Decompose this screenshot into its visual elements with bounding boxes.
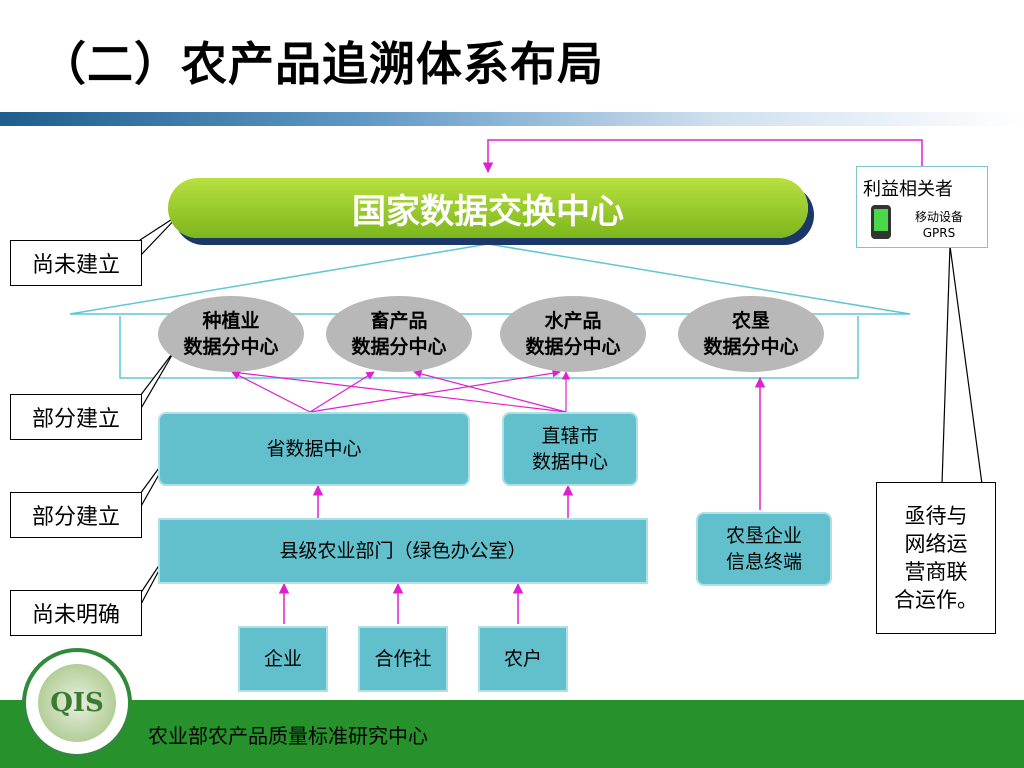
source-cooperative: 合作社	[358, 626, 448, 692]
mobile-device-icon	[871, 205, 891, 239]
sub-center-roof	[69, 243, 911, 315]
provincial-data-center: 省数据中心	[158, 412, 470, 486]
note-pointer	[941, 245, 983, 485]
arrow-muni-2	[413, 369, 567, 413]
callout-partially-established-1: 部分建立	[10, 394, 142, 440]
header-divider	[0, 112, 1024, 126]
footer-bar	[0, 700, 1024, 768]
footer-organization: 农业部农产品质量标准研究中心	[148, 724, 428, 748]
national-data-exchange-center: 国家数据交换中心	[168, 178, 808, 238]
arrow-prov-3	[309, 369, 561, 413]
operator-cooperation-note: 亟待与 网络运 营商联 合运作。	[876, 482, 996, 634]
sub-center-aquatic: 水产品 数据分中心	[500, 296, 646, 372]
county-agriculture-department: 县级农业部门（绿色办公室）	[158, 518, 648, 584]
callout-not-established: 尚未建立	[10, 240, 142, 286]
arrow-prov-2	[309, 371, 375, 413]
callout-not-defined: 尚未明确	[10, 590, 142, 636]
sub-center-state-farm: 农垦 数据分中心	[678, 296, 824, 372]
sub-center-planting: 种植业 数据分中心	[158, 296, 304, 372]
state-farm-info-terminal: 农垦企业 信息终端	[696, 512, 832, 586]
sub-center-livestock: 畜产品 数据分中心	[326, 296, 472, 372]
stakeholder-label: 利益相关者	[863, 179, 953, 200]
municipality-data-center: 直辖市 数据中心	[502, 412, 638, 486]
source-farmer: 农户	[478, 626, 568, 692]
institute-logo: QIS	[22, 648, 132, 758]
device-label: 移动设备 GPRS	[915, 210, 964, 240]
stakeholder-link	[482, 139, 923, 174]
sub-center-frame	[119, 316, 859, 379]
page-title: （二）农产品追溯体系布局	[40, 37, 604, 91]
source-enterprise: 企业	[238, 626, 328, 692]
arrow-muni-1	[231, 368, 567, 413]
logo-mark: QIS	[50, 688, 104, 718]
callout-partially-established-2: 部分建立	[10, 492, 142, 538]
stakeholder-box: 利益相关者 移动设备 GPRS	[856, 166, 988, 248]
callout-pointer-2	[139, 349, 176, 413]
arrow-prov-1	[231, 371, 311, 413]
